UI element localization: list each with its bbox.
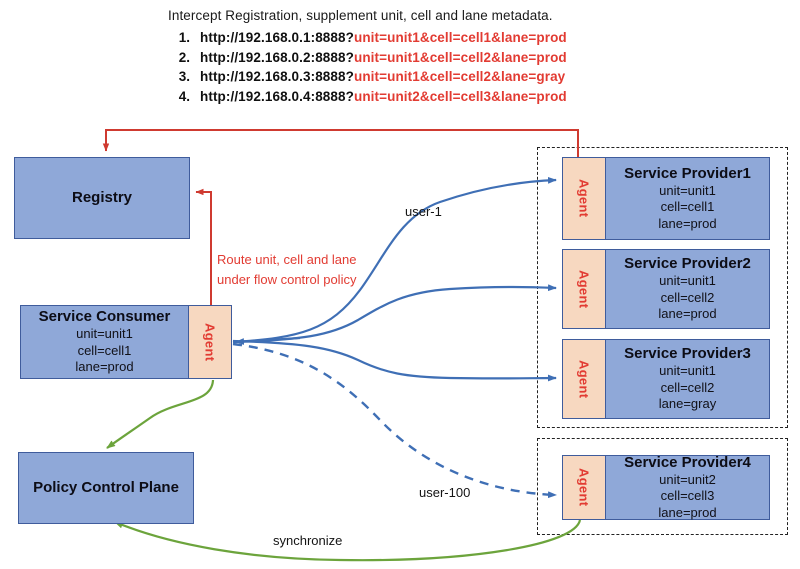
consumer-title: Service Consumer [38, 308, 171, 326]
provider2-meta-unit: unit=unit1 [659, 273, 716, 289]
endpoint-item: http://192.168.0.4:8888?unit=unit2&cell=… [194, 87, 567, 107]
edge-consumer-to-registry [195, 188, 212, 305]
provider3-meta-cell: cell=cell2 [660, 379, 715, 395]
policy-body: Policy Control Plane [19, 453, 193, 523]
consumer-meta-unit: unit=unit1 [76, 326, 133, 342]
node-service-provider-4[interactable]: Agent Service Provider4 unit=unit2 cell=… [562, 453, 770, 520]
provider4-meta-cell: cell=cell3 [660, 488, 715, 504]
endpoint-query: unit=unit2&cell=cell3&lane=prod [353, 88, 567, 104]
endpoint-query: unit=unit1&cell=cell2&lane=prod [353, 49, 567, 65]
provider1-agent[interactable]: Agent [563, 158, 606, 239]
endpoint-url: http://192.168.0.1:8888? [200, 30, 354, 45]
note-title: Intercept Registration, supplement unit,… [168, 8, 553, 23]
consumer-meta-cell: cell=cell1 [77, 342, 132, 358]
edge-flow-provider3 [232, 339, 557, 382]
endpoint-list: http://192.168.0.1:8888?unit=unit1&cell=… [168, 28, 567, 106]
node-service-provider-2[interactable]: Agent Service Provider2 unit=unit1 cell=… [562, 249, 770, 329]
provider4-body: Service Provider4 unit=unit2 cell=cell3 … [606, 453, 769, 520]
provider1-meta-unit: unit=unit1 [659, 182, 716, 198]
endpoint-query: unit=unit1&cell=cell2&lane=gray [353, 69, 566, 84]
provider1-agent-label: Agent [576, 179, 592, 218]
node-policy-control-plane[interactable]: Policy Control Plane [18, 452, 194, 524]
edge-flow-return [235, 336, 301, 345]
consumer-agent[interactable]: Agent [188, 306, 231, 378]
provider1-meta-lane: lane=prod [658, 215, 717, 231]
provider3-meta-lane: lane=gray [658, 396, 717, 412]
provider1-title: Service Provider1 [624, 164, 751, 182]
endpoint-item: http://192.168.0.1:8888?unit=unit1&cell=… [194, 28, 567, 48]
edge-flow-provider4-dashed [232, 342, 557, 499]
label-route-policy-line2: under flow control policy [217, 272, 357, 287]
edge-register-to-registry [102, 129, 579, 157]
endpoint-item: http://192.168.0.3:8888?unit=unit1&cell=… [194, 67, 567, 87]
label-route-policy-line1: Route unit, cell and lane [217, 252, 357, 267]
provider4-title: Service Provider4 [624, 453, 751, 471]
policy-title: Policy Control Plane [33, 479, 179, 496]
endpoint-url: http://192.168.0.4:8888? [200, 88, 354, 104]
label-user-1: user-1 [405, 204, 442, 219]
registry-body: Registry [15, 158, 189, 238]
label-user-100: user-100 [419, 485, 471, 500]
provider2-meta-cell: cell=cell2 [660, 289, 715, 305]
consumer-body: Service Consumer unit=unit1 cell=cell1 l… [21, 306, 188, 378]
provider2-agent-label: Agent [576, 269, 592, 309]
edge-synchronize [114, 519, 582, 562]
endpoint-query: unit=unit1&cell=cell1&lane=prod [353, 30, 567, 45]
provider3-body: Service Provider3 unit=unit1 cell=cell2 … [606, 340, 769, 418]
provider3-meta-unit: unit=unit1 [659, 363, 716, 379]
provider4-meta-unit: unit=unit2 [659, 471, 716, 487]
endpoint-url: http://192.168.0.3:8888? [200, 69, 354, 84]
node-service-consumer[interactable]: Service Consumer unit=unit1 cell=cell1 l… [20, 305, 232, 379]
provider2-title: Service Provider2 [624, 255, 751, 273]
consumer-agent-label: Agent [202, 322, 218, 362]
node-service-provider-3[interactable]: Agent Service Provider3 unit=unit1 cell=… [562, 339, 770, 419]
endpoint-url: http://192.168.0.2:8888? [200, 49, 354, 65]
provider1-meta-cell: cell=cell1 [660, 199, 715, 215]
provider3-agent[interactable]: Agent [563, 340, 606, 418]
edge-consumer-to-policy [106, 379, 215, 449]
provider2-agent[interactable]: Agent [563, 250, 606, 328]
provider4-agent[interactable]: Agent [563, 456, 606, 519]
label-synchronize: synchronize [273, 533, 343, 548]
provider3-agent-label: Agent [576, 359, 592, 399]
provider4-agent-label: Agent [576, 468, 592, 507]
provider1-body: Service Provider1 unit=unit1 cell=cell1 … [606, 158, 769, 239]
edge-flow-provider2 [232, 284, 557, 344]
edge-flow-provider1 [232, 176, 557, 344]
registry-title: Registry [71, 189, 133, 206]
header-note: Intercept Registration, supplement unit,… [168, 8, 567, 106]
node-service-provider-1[interactable]: Agent Service Provider1 unit=unit1 cell=… [562, 157, 770, 240]
provider2-meta-lane: lane=prod [658, 306, 717, 322]
provider2-body: Service Provider2 unit=unit1 cell=cell2 … [606, 250, 769, 328]
provider-group-container-2 [537, 438, 788, 535]
node-registry[interactable]: Registry [14, 157, 190, 239]
provider4-meta-lane: lane=prod [658, 504, 717, 520]
consumer-meta-lane: lane=prod [75, 359, 134, 375]
provider3-title: Service Provider3 [624, 345, 751, 363]
endpoint-item: http://192.168.0.2:8888?unit=unit1&cell=… [194, 48, 567, 68]
